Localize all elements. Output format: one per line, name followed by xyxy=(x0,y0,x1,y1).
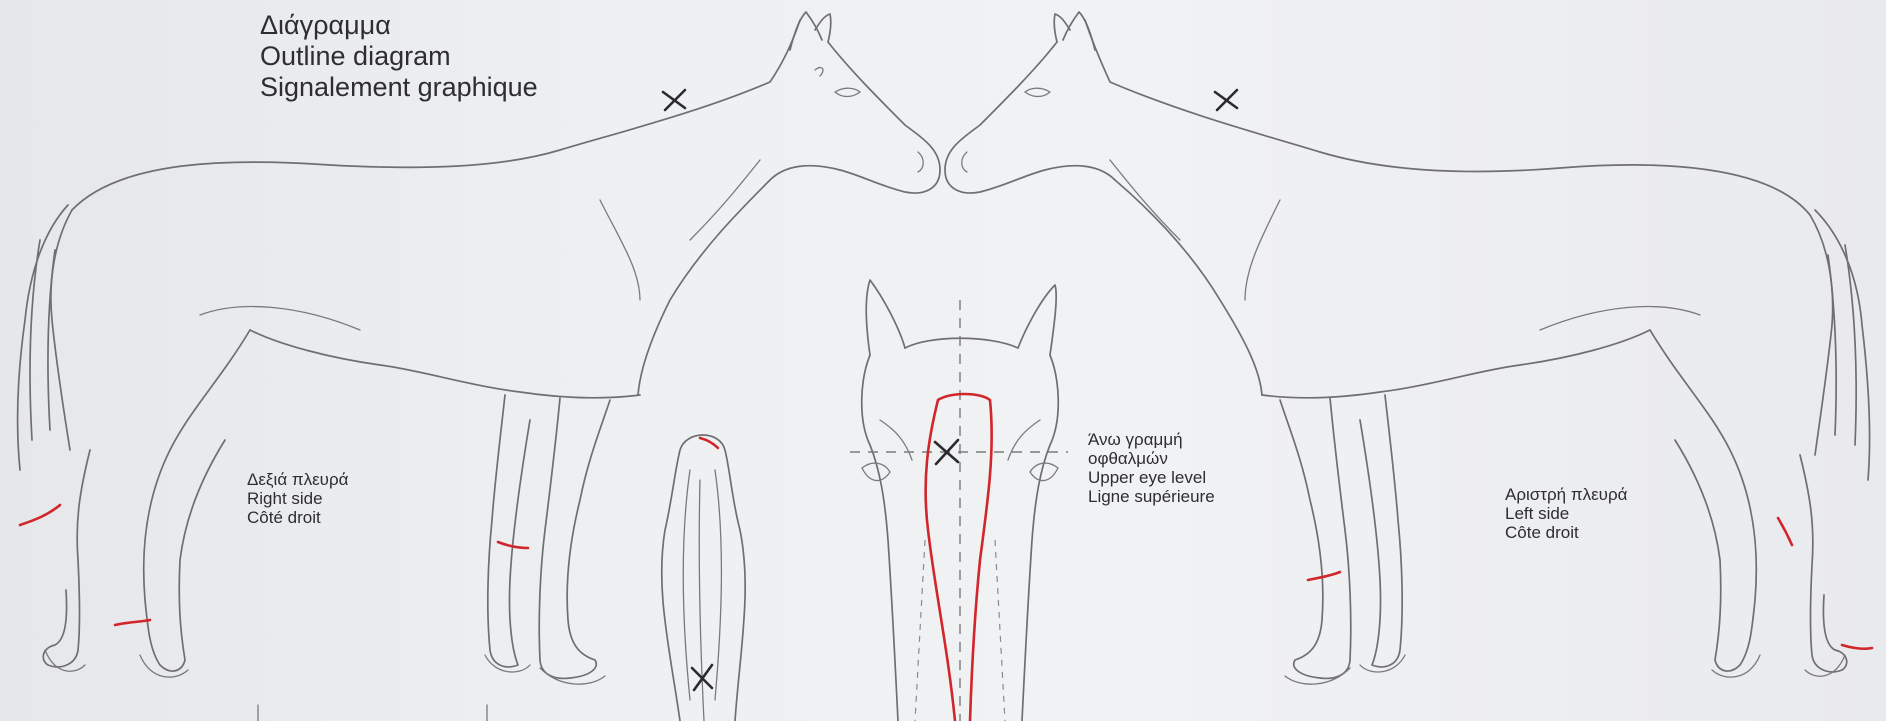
horse-right-side xyxy=(18,12,940,684)
horse-right-ears xyxy=(790,12,831,50)
head-front-right-ear xyxy=(1018,285,1056,355)
horse-right-fore-hoof-near xyxy=(540,668,605,684)
horse-left-belly xyxy=(1262,330,1650,398)
horse-left-side xyxy=(945,12,1872,684)
eye-level-label: Άνω γραμμή οφθαλμών Upper eye level Lign… xyxy=(1088,430,1215,506)
title-french: Signalement graphique xyxy=(260,72,538,103)
eye-level-english: Upper eye level xyxy=(1088,468,1215,487)
horse-right-fore-leg-near xyxy=(539,398,610,678)
horse-right-shoulder xyxy=(600,200,640,300)
horse-right-eye xyxy=(835,88,860,96)
horse-left-marking-fore xyxy=(1308,572,1340,580)
head-front-brow-left xyxy=(880,420,912,460)
head-front-view xyxy=(850,280,1068,721)
horse-left-tail xyxy=(1815,210,1870,480)
horse-right-neck-cross xyxy=(663,90,685,110)
horse-right-hind-hoof-far xyxy=(45,650,85,671)
horse-left-marking-hind-far xyxy=(1842,645,1872,649)
horse-left-back-line xyxy=(1085,20,1810,215)
muzzle-inner-right xyxy=(715,470,721,700)
horse-left-hind-leg-near xyxy=(1650,330,1756,671)
head-front-forehead-cross xyxy=(935,440,958,464)
horse-right-flank xyxy=(200,307,360,330)
muzzle-inner-centre xyxy=(699,480,704,721)
eye-level-greek-2: οφθαλμών xyxy=(1088,449,1215,468)
horse-left-neck-line xyxy=(1110,160,1180,240)
horse-right-hind-leg-near xyxy=(144,330,250,671)
head-front-side-guide-right xyxy=(995,540,1005,721)
eye-level-greek-1: Άνω γραμμή xyxy=(1088,430,1215,449)
right-side-french: Côté droit xyxy=(247,508,348,527)
horse-right-marking-hind-near xyxy=(115,620,150,625)
horse-right-hind-hoof-near xyxy=(140,655,188,677)
eye-level-french: Ligne supérieure xyxy=(1088,487,1215,506)
muzzle-inner-left xyxy=(683,470,690,700)
horse-right-face xyxy=(770,42,940,193)
right-side-english: Right side xyxy=(247,489,348,508)
horse-left-eye xyxy=(1025,88,1050,96)
horse-left-ears xyxy=(1054,12,1095,50)
left-side-english: Left side xyxy=(1505,504,1627,523)
horse-left-fore-leg-near xyxy=(1280,398,1351,678)
left-side-label: Αριστρή πλευρά Left side Côte droit xyxy=(1505,485,1627,542)
horse-left-hind-hoof-near xyxy=(1712,655,1760,677)
head-front-side-guide-left xyxy=(915,540,925,721)
horse-right-marking-hind-far xyxy=(20,505,60,525)
horse-left-neck-cross xyxy=(1215,90,1237,110)
horse-right-hind-leg-far xyxy=(43,450,90,667)
horse-right-cheek xyxy=(815,68,823,76)
title-greek: Διάγραμμα xyxy=(260,10,538,41)
horse-right-nostril xyxy=(918,152,923,172)
horse-left-nostril xyxy=(962,152,967,172)
left-side-greek: Αριστρή πλευρά xyxy=(1505,485,1627,504)
right-side-label: Δεξιά πλευρά Right side Côté droit xyxy=(247,470,348,527)
horse-left-fore-hoof-near xyxy=(1285,668,1350,684)
diagram-title: Διάγραμμα Outline diagram Signalement gr… xyxy=(260,10,538,103)
horse-left-face xyxy=(945,42,1115,193)
head-front-left-ear xyxy=(866,280,905,355)
horse-left-hind-hoof-far xyxy=(1805,655,1845,676)
horse-left-flank xyxy=(1540,307,1700,330)
horse-right-rump xyxy=(51,210,72,450)
title-english: Outline diagram xyxy=(260,41,538,72)
muzzle-view xyxy=(662,435,745,721)
horse-right-tail xyxy=(18,205,68,470)
muzzle-marking xyxy=(700,438,718,448)
horse-right-throat xyxy=(638,180,770,395)
horse-left-shoulder xyxy=(1245,200,1280,300)
head-front-brow-right xyxy=(1008,420,1040,460)
horse-left-marking-hind-near xyxy=(1778,518,1792,545)
horse-left-throat xyxy=(1115,180,1262,395)
horse-left-hind-leg-far xyxy=(1800,455,1847,672)
horse-right-fore-leg-far xyxy=(488,395,530,667)
left-side-french: Côte droit xyxy=(1505,523,1627,542)
right-side-greek: Δεξιά πλευρά xyxy=(247,470,348,489)
horse-right-belly xyxy=(250,330,640,398)
horse-left-fore-leg-far xyxy=(1360,395,1402,667)
horse-left-rump xyxy=(1810,215,1833,455)
